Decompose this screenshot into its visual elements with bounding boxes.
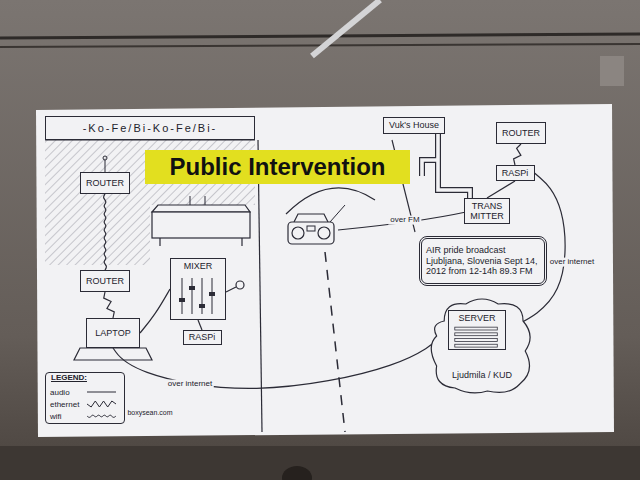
- connector: [104, 194, 107, 270]
- laptop-box: LAPTOP: [86, 318, 140, 348]
- boombox-speaker: [292, 227, 304, 239]
- venue-band: -Ko-Fe/Bi-Ko-Fe/Bi-: [45, 116, 255, 140]
- node-text: ROUTER: [86, 178, 124, 188]
- ceiling-beam: [312, 0, 380, 56]
- laptop-keyboard: [74, 348, 152, 360]
- house-pipe: [422, 134, 470, 198]
- boombox-dial: [307, 226, 315, 231]
- router-box: ROUTER: [80, 270, 130, 292]
- mixer-fader: [202, 278, 203, 314]
- server-bay: [455, 333, 497, 336]
- node-text: ROUTER: [86, 276, 124, 286]
- microphone: [236, 281, 244, 289]
- connector: [198, 320, 202, 330]
- raspi-box: RASPi: [496, 165, 535, 181]
- fader-knob: [209, 292, 215, 296]
- raspi-box: RASPi: [183, 330, 222, 345]
- mixer-fader: [182, 278, 183, 314]
- node-text: LAPTOP: [95, 328, 130, 338]
- road-center-line: [325, 252, 345, 432]
- router-box: ROUTER: [496, 122, 546, 144]
- broadcast-note-box: AIR pride broadcast Ljubljana, Slovenia …: [419, 236, 547, 286]
- fader-knob: [199, 304, 205, 308]
- connector: [104, 292, 115, 318]
- node-text: MIXER: [184, 261, 213, 271]
- slide-title: Public Intervention: [145, 150, 410, 184]
- node-text: ROUTER: [502, 128, 540, 138]
- ceiling-pipe: [0, 34, 640, 38]
- connector: [140, 289, 170, 333]
- legend-text: audio: [50, 388, 86, 397]
- edge-label: over internet: [548, 258, 596, 267]
- node-text: RASPi: [502, 168, 529, 178]
- node-text: TRANS MITTER: [469, 201, 505, 222]
- link-label: over FM: [388, 216, 421, 225]
- cloud-outline: [431, 299, 530, 393]
- antenna: [205, 196, 206, 205]
- server-bay: [455, 339, 497, 342]
- fm-link-line: [338, 212, 466, 230]
- legend-text: wifi: [50, 412, 86, 421]
- bench-back: [152, 205, 250, 212]
- node-text: Ljudmila / KUD: [452, 370, 512, 380]
- legend-text: ethernet: [50, 400, 86, 409]
- node-text: RASPi: [189, 332, 216, 342]
- bench-seat: [152, 212, 250, 238]
- node-text: Vuk's House: [389, 120, 439, 130]
- floor-shadow: [0, 446, 640, 480]
- mixer-box: MIXER: [170, 258, 226, 320]
- legend-row: audio: [50, 386, 120, 398]
- legend-row: wifi: [50, 410, 120, 422]
- legend-sample: [86, 399, 118, 409]
- radio-wave: [286, 188, 375, 214]
- bench-leg: [241, 238, 242, 246]
- router-antenna: [105, 160, 106, 172]
- house-pipe: [422, 134, 470, 198]
- mixer-fader: [192, 278, 193, 314]
- connector: [514, 144, 521, 165]
- audience-head: [282, 466, 312, 480]
- transmitter-box: TRANS MITTER: [464, 198, 510, 224]
- connector: [487, 181, 515, 198]
- watermark: boxysean.com: [125, 409, 174, 417]
- edge-label: over internet: [166, 380, 214, 389]
- boombox: [288, 222, 334, 244]
- fader-knob: [179, 298, 185, 302]
- legend-line-sample: [87, 415, 116, 417]
- legend-line-sample: [87, 401, 116, 407]
- connector: [113, 330, 448, 388]
- legend-sample: [86, 411, 118, 421]
- microphone-cable: [226, 287, 236, 292]
- node-text: AIR pride broadcast Ljubljana, Slovenia …: [426, 245, 540, 276]
- legend-row: ethernet: [50, 398, 120, 410]
- boombox-antenna: [330, 205, 345, 222]
- house-label-box: Vuk's House: [383, 117, 445, 134]
- server-box: SERVER: [448, 310, 506, 350]
- router-antenna: [103, 156, 107, 160]
- legend-heading: LEGEND:: [49, 374, 89, 383]
- boombox-handle: [294, 214, 328, 222]
- boombox-speaker: [318, 227, 330, 239]
- antenna: [190, 196, 191, 205]
- node-text: SERVER: [459, 313, 496, 323]
- server-bay: [455, 344, 497, 347]
- server-bay: [455, 327, 497, 330]
- router-box: ROUTER: [80, 172, 130, 194]
- internet-cloud: Ljudmila / KUD SERVER: [428, 296, 536, 396]
- fader-knob: [189, 286, 195, 290]
- bench-leg: [159, 238, 160, 246]
- legend-sample: [86, 387, 118, 397]
- building-hatch: [45, 140, 150, 265]
- wall-fixture: [600, 56, 624, 86]
- node-text: -Ko-Fe/Bi-Ko-Fe/Bi-: [83, 122, 218, 135]
- projected-slide: [36, 104, 614, 437]
- legend-line-sample: [87, 392, 116, 393]
